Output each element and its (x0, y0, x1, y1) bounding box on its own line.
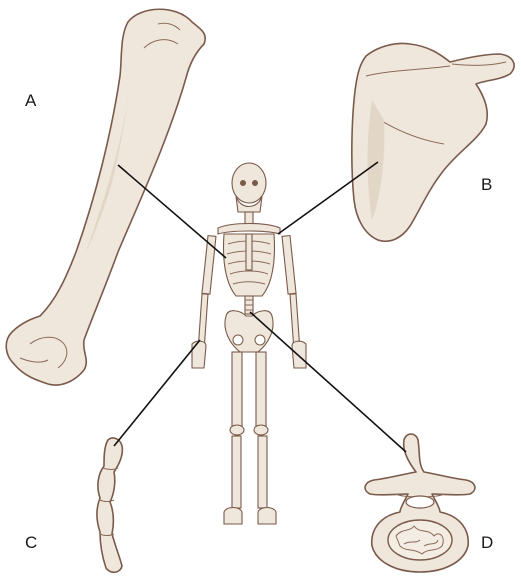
label-b: B (481, 175, 493, 194)
leader-line-c (113, 339, 201, 447)
finger-bones-icon (96, 437, 124, 574)
leader-line-b (277, 161, 379, 235)
leader-line-d (249, 311, 407, 453)
scapula-icon (351, 42, 515, 242)
vertebra-icon (364, 433, 476, 573)
label-a: A (25, 91, 37, 110)
skeleton-icon (191, 162, 307, 525)
label-d: D (481, 533, 494, 552)
leader-line-a (117, 164, 227, 259)
humerus-icon (5, 8, 207, 386)
label-c: C (25, 533, 38, 552)
